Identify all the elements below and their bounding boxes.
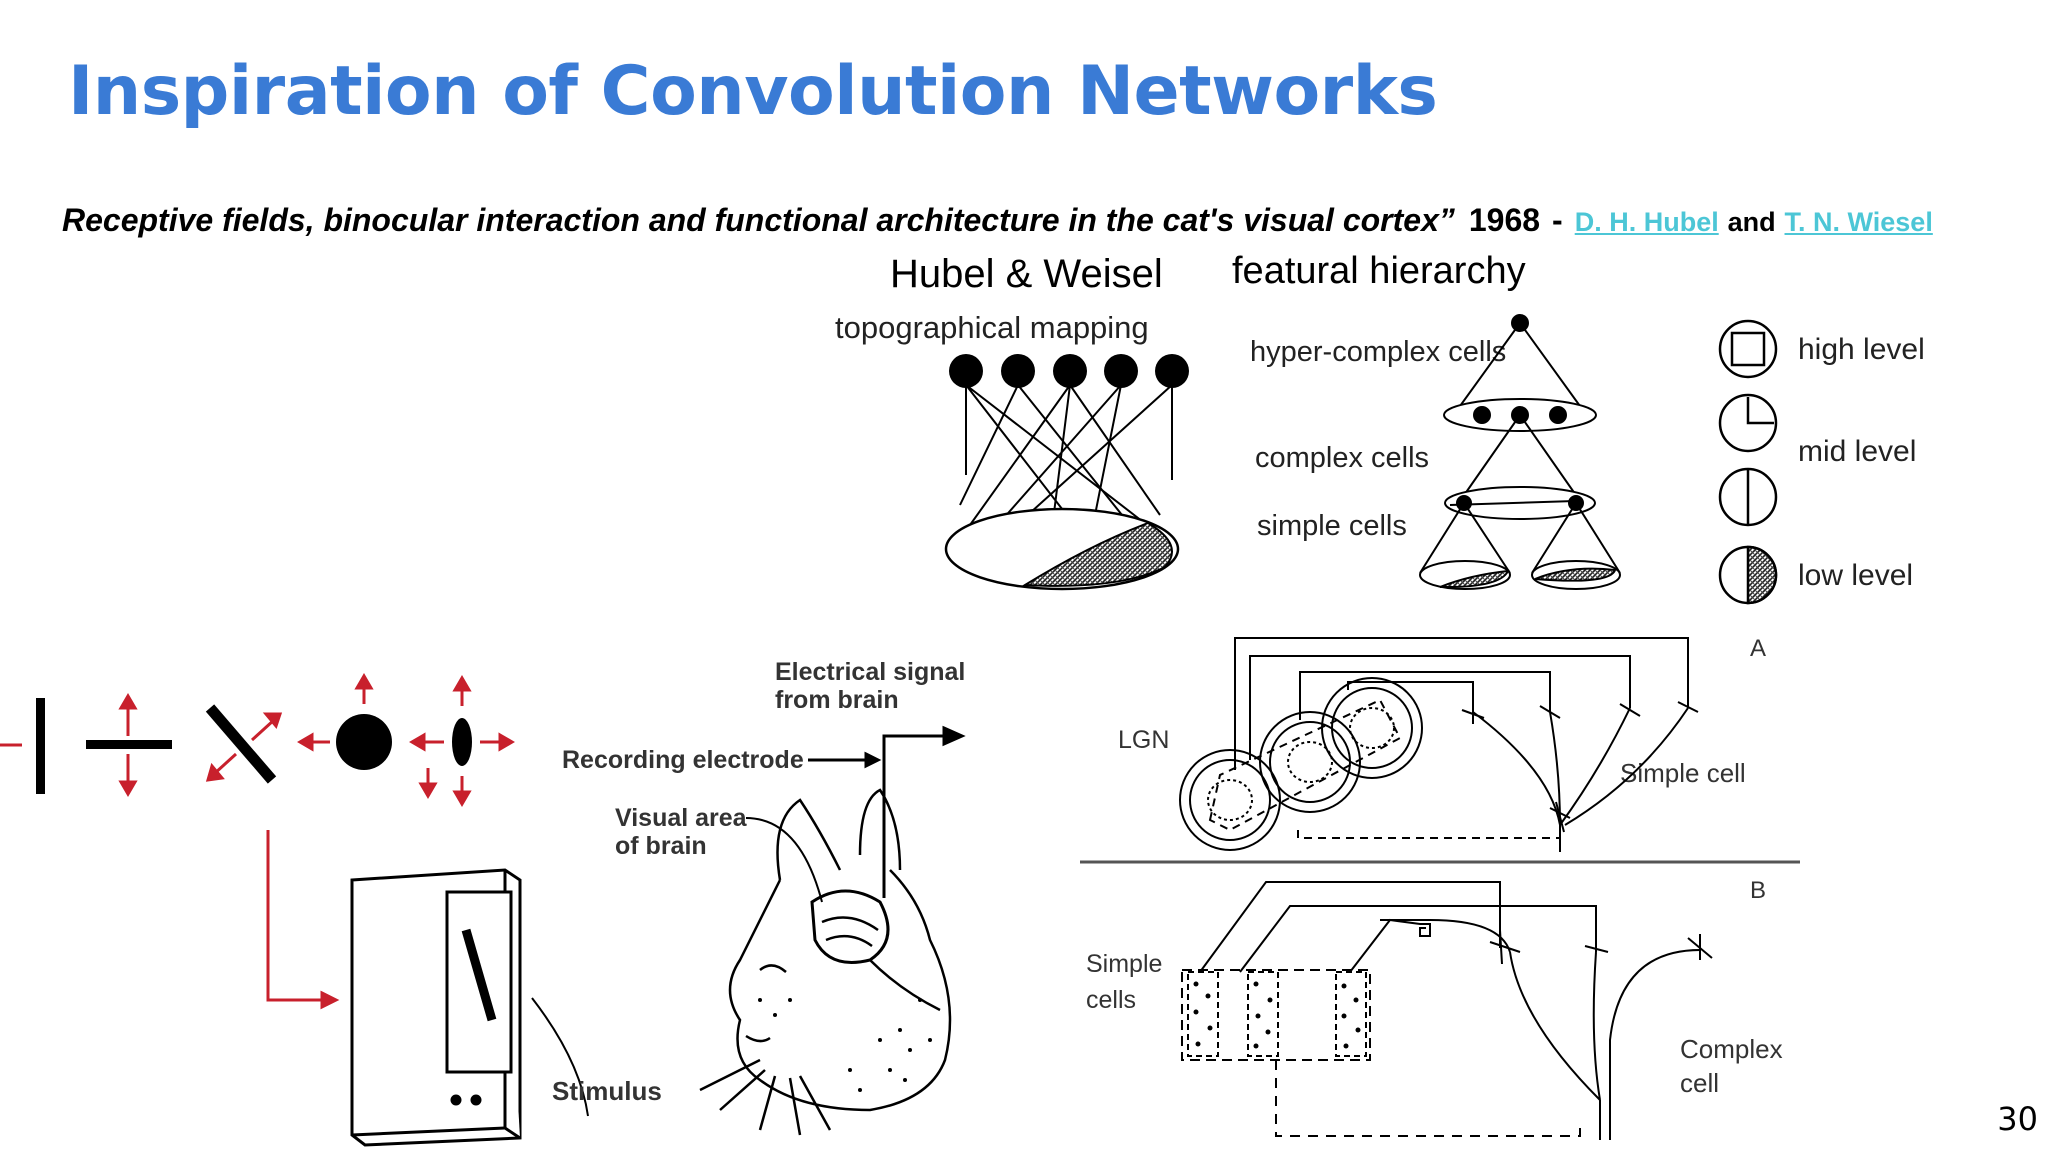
simple-cells-label: simple cells	[1257, 510, 1407, 542]
complex-cell-label: Complex cell	[1680, 1034, 1790, 1098]
simple-cells-label-b: Simple cells	[1086, 950, 1169, 1014]
page-number: 30	[1997, 1100, 2038, 1138]
paper-year: 1968	[1468, 202, 1541, 238]
level-icons	[1718, 319, 1778, 605]
neuron-row	[949, 354, 1189, 388]
hierarchy-tree	[1419, 314, 1621, 590]
visual-area-line1: Visual area	[615, 804, 748, 832]
lgn-label: LGN	[1118, 726, 1169, 754]
citation: Receptive fields, binocular interaction …	[62, 196, 1962, 247]
cat-head	[699, 788, 952, 1136]
paper-title: Receptive fields, binocular interaction …	[62, 202, 1455, 238]
complex-cell-line1: Complex	[1680, 1034, 1783, 1064]
recording-electrode-label: Recording electrode	[562, 746, 804, 774]
stimulus-shapes	[0, 698, 472, 794]
visual-area-line2: of brain	[615, 832, 707, 860]
simple-cells-line2: cells	[1086, 986, 1136, 1014]
panel-b-circuit	[1181, 881, 1713, 1140]
low-level-label: low level	[1798, 559, 1913, 592]
slide-title: Inspiration of Convolution Networks	[68, 52, 1438, 131]
visual-area-label: Visual area of brain	[615, 804, 754, 860]
citation-conjunction: and	[1727, 207, 1776, 237]
complex-cells-label: complex cells	[1255, 442, 1429, 474]
circuit-figure: A B LGN Simple cell	[1080, 635, 1800, 1140]
electrical-signal-label: Electrical signal from brain	[775, 658, 972, 714]
recording-electrode	[745, 725, 966, 903]
electrical-signal-line1: Electrical signal	[775, 658, 965, 686]
hierarchy-figure: Hubel & Weisel topographical mapping fea…	[835, 250, 1925, 605]
simple-cells-line1: Simple	[1086, 950, 1162, 978]
mid-level-label: mid level	[1798, 435, 1916, 468]
featural-hierarchy-title: featural hierarchy	[1232, 250, 1526, 292]
panel-a-label: A	[1750, 635, 1766, 662]
hypercomplex-label: hyper-complex cells	[1250, 336, 1506, 368]
electrical-signal-line2: from brain	[775, 686, 899, 714]
topographical-mapping-label: topographical mapping	[835, 310, 1149, 345]
hubel-weisel-title: Hubel & Weisel	[890, 252, 1163, 296]
high-level-label: high level	[1798, 333, 1925, 366]
monitor	[350, 868, 522, 1147]
simple-cell-dots	[1193, 981, 1361, 1049]
simple-cell-label: Simple cell	[1620, 758, 1746, 788]
stimulus-label: Stimulus	[552, 1076, 662, 1106]
citation-separator: -	[1552, 202, 1563, 238]
experiment-figure: Stimulus Electrical signal from brain Re…	[0, 658, 972, 1147]
panel-a-circuit	[1179, 637, 1699, 852]
author-link-wiesel[interactable]: T. N. Wiesel	[1784, 207, 1933, 237]
cat-texture	[758, 998, 932, 1092]
motion-arrows	[118, 673, 515, 1010]
panel-b-label: B	[1750, 877, 1766, 904]
author-link-hubel[interactable]: D. H. Hubel	[1574, 207, 1719, 237]
complex-cell-line2: cell	[1680, 1068, 1719, 1098]
